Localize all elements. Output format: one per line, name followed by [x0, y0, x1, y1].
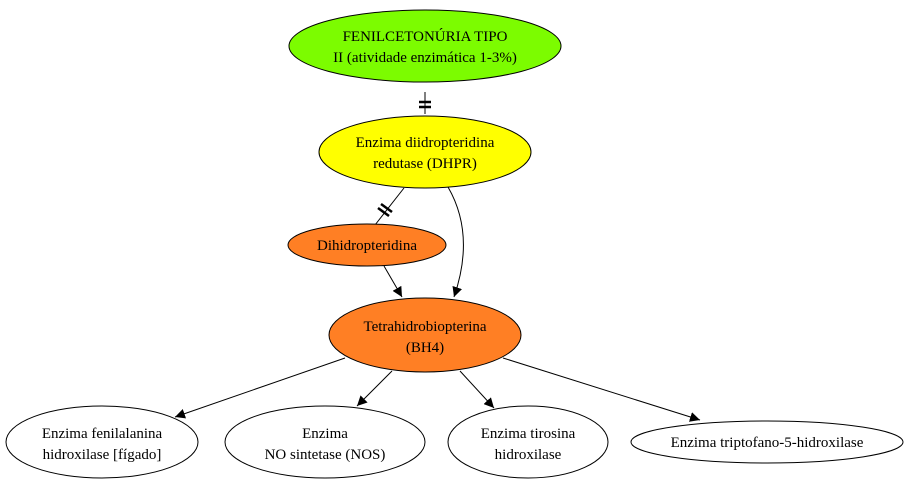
inhibit-mark-dihidropteridina: [377, 206, 390, 218]
node-fenilcetonuria-label-1: FENILCETONÚRIA TIPO: [343, 28, 508, 45]
node-dihidropteridina-shape: [287, 223, 447, 267]
node-tirosina-shape: [447, 405, 609, 479]
node-nos-shape: [224, 405, 426, 479]
edge-dhpr-bh4: [447, 186, 464, 298]
edge-dhpr-dihidropteridina: [374, 187, 405, 226]
node-tirosina-label-2: hidroxilase: [495, 447, 562, 463]
node-dihidropteridina-label: Dihidropteridina: [317, 238, 417, 254]
node-nos-label-2: NO sintetase (NOS): [265, 447, 386, 463]
node-dhpr-label-2: redutase (DHPR): [373, 156, 477, 172]
node-fenilalanina-label-1: Enzima fenilalanina: [42, 426, 163, 442]
node-bh4-label-1: Tetrahidrobiopterina: [363, 319, 486, 335]
node-tirosina-label-1: Enzima tirosina: [481, 426, 576, 442]
node-nos: Enzima NO sintetase (NOS): [224, 405, 426, 479]
node-triptofano: Enzima triptofano-5-hidroxilase: [630, 420, 904, 464]
node-triptofano-label: Enzima triptofano-5-hidroxilase: [671, 435, 864, 451]
node-nos-label-1: Enzima: [302, 426, 348, 442]
edge-bh4-triptofano: [502, 357, 701, 422]
node-bh4-label-2: (BH4): [406, 340, 444, 356]
edge-bh4-nos: [356, 370, 393, 407]
node-bh4-shape: [328, 297, 522, 373]
node-triptofano-shape: [630, 420, 904, 464]
node-fenilalanina-shape: [5, 405, 199, 479]
edge-bh4-tirosina: [459, 370, 495, 409]
node-dhpr-label-1: Enzima diidropteridina: [356, 135, 495, 151]
node-bh4: Tetrahidrobiopterina (BH4): [328, 297, 522, 373]
edge-bh4-fenilalanina: [174, 357, 346, 419]
node-dihidropteridina: Dihidropteridina: [287, 223, 447, 267]
node-fenilcetonuria: FENILCETONÚRIA TIPO II (atividade enzimá…: [288, 9, 562, 83]
node-fenilalanina-label-2: hidroxilase [fígado]: [43, 447, 162, 463]
node-dhpr: Enzima diidropteridina redutase (DHPR): [318, 115, 532, 189]
inhibit-mark-dihidropteridina: [380, 202, 393, 214]
edges: [174, 92, 701, 422]
node-dhpr-shape: [318, 115, 532, 189]
node-tirosina: Enzima tirosina hidroxilase: [447, 405, 609, 479]
edge-dihidropteridina-bh4: [383, 265, 403, 298]
node-fenilcetonuria-shape: [288, 9, 562, 83]
node-fenilalanina: Enzima fenilalanina hidroxilase [fígado]: [5, 405, 199, 479]
node-fenilcetonuria-label-2: II (atividade enzimática 1-3%): [333, 50, 517, 66]
